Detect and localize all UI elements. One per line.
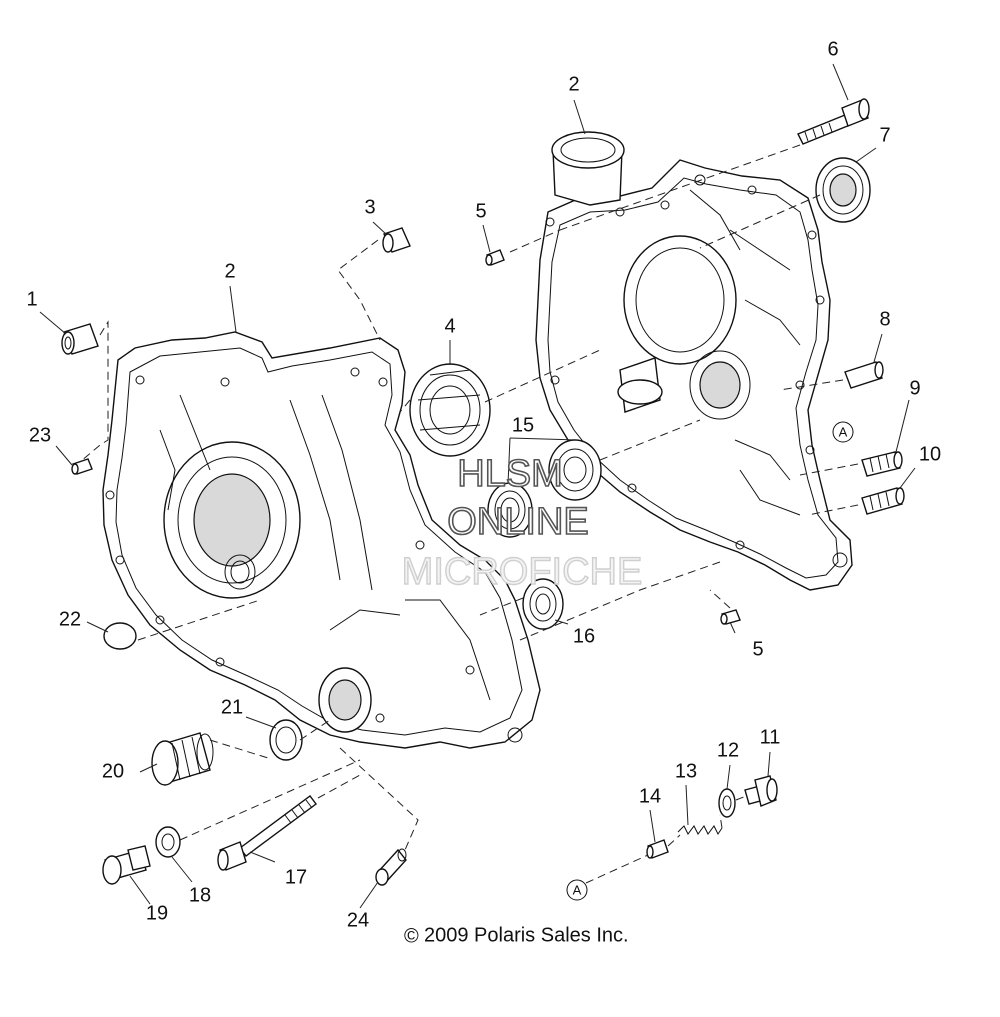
crankcase-right-half [535,131,853,591]
part-14-plunger [646,839,669,859]
callout-23: 23 [29,424,51,446]
callout-4: 4 [444,315,455,337]
part-1-bushing [61,323,99,355]
part-8-pin [844,361,884,389]
leader-lines [39,63,916,909]
part-19-drain-plug [102,845,151,885]
callout-14: 14 [639,785,661,807]
part-22-plug [103,622,137,650]
part-7-seal [815,157,871,223]
callout-1: 1 [26,288,37,310]
reference-marker-a-lower: A [566,879,588,901]
callout-18: 18 [189,884,211,906]
callout-20: 20 [102,760,124,782]
part-21-seal [269,719,303,761]
reference-marker-label: A [573,882,582,897]
part-16-bearing [522,578,564,630]
copyright: © 2009 Polaris Sales Inc. [404,924,629,947]
part-20-strainer [151,732,214,786]
callout-24: 24 [347,909,369,931]
callout-22: 22 [59,608,81,630]
part-12-washer [718,788,736,818]
part-11-plug [744,775,778,807]
callout-17: 17 [285,866,307,888]
part-18-washer [155,826,181,858]
part-4-bearing [409,363,491,457]
watermark-line-2: ONLINE [447,501,588,543]
assembly-centerlines [79,144,859,884]
callout-7: 7 [879,124,890,146]
callout-15: 15 [512,414,534,436]
part-15-bearing-a [548,439,602,501]
callout-9: 9 [909,377,920,399]
callout-2-right: 2 [568,73,579,95]
part-13-spring [677,825,723,835]
copyright-text: 2009 Polaris Sales Inc. [424,924,629,946]
watermark-line-1: HLSM [457,453,563,495]
callout-12: 12 [717,739,739,761]
crankcase-left-half [102,331,541,749]
callout-8: 8 [879,308,890,330]
part-15-bearing-b [487,482,533,538]
callout-5-upper: 5 [475,200,486,222]
callout-21: 21 [221,696,243,718]
part-10-fitting [861,487,905,515]
callout-5-lower: 5 [752,638,763,660]
callout-11: 11 [760,726,781,748]
callout-10: 10 [919,443,941,465]
part-6-bolt [797,98,870,145]
callout-16: 16 [573,625,595,647]
part-5-dowel-lower [720,609,741,625]
part-9-fitting [861,451,903,477]
callout-19: 19 [146,902,168,924]
callout-numbers: 1 2 2 3 4 5 5 6 7 8 9 10 11 12 13 14 15 … [26,38,941,931]
part-23-dowel [71,458,93,475]
part-17-bolt [217,795,317,871]
reference-marker-label: A [839,424,848,439]
callout-3: 3 [364,196,375,218]
callout-2-left: 2 [224,260,235,282]
callout-13: 13 [675,760,697,782]
part-5-dowel-upper [485,249,505,266]
part-3-dowel [382,227,411,253]
reference-marker-a-upper: A [832,421,854,443]
part-24-breather [375,848,407,886]
callout-6: 6 [827,38,838,60]
watermark-line-3: MICROFICHE [402,551,643,593]
watermark: HLSM ONLINE MICROFICHE [401,452,643,594]
copyright-symbol: © [404,925,419,947]
